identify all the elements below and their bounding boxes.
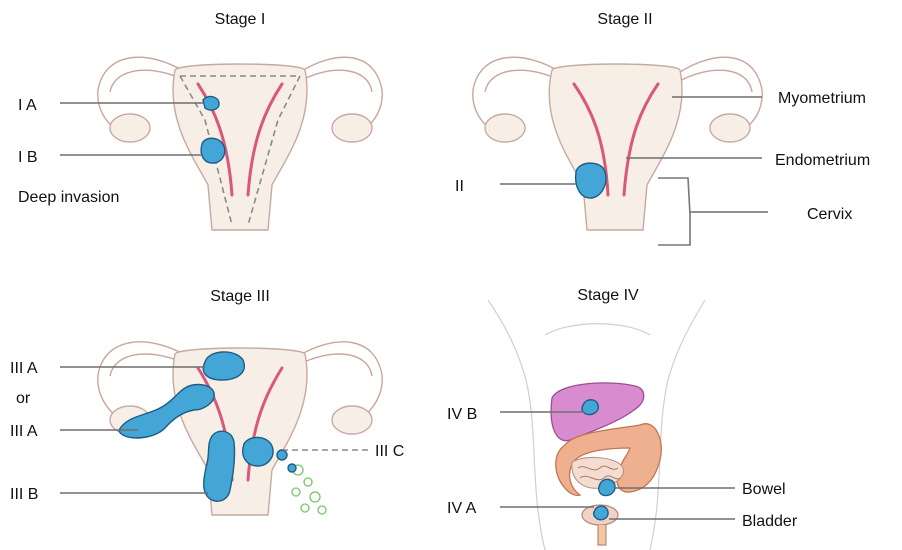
stage-3b-label: III B [10,486,38,503]
endometrium-label: Endometrium [775,152,870,169]
stage-3-or-label: or [16,390,31,407]
stage-4-torso [488,300,705,550]
bladder-label: Bladder [742,513,798,530]
lymph-nodes [292,465,326,514]
stage-1b-label: I B [18,149,38,166]
stage-2-panel: Stage II II Myometrium Endometrium Cervi… [455,11,870,245]
stage-1-title: Stage I [215,11,266,28]
stage-4a-bladder-tumor [594,506,608,520]
small-bowel [572,457,624,488]
cervix-bracket [658,178,690,245]
bowel-label: Bowel [742,481,786,498]
cervix-label: Cervix [807,206,852,223]
stage-3-panel: Stage III II [10,288,404,515]
stage-3a-top-label: III A [10,360,38,377]
stage-3-uterus [98,342,382,515]
stage-4-panel: Stage IV IV B IV A Bow [447,287,798,550]
stage-3a-serosa-tumor [203,352,244,380]
stage-3-title: Stage III [210,288,270,305]
stage-2-uterus [473,57,762,230]
stage-4-title: Stage IV [577,287,639,304]
stage-1a-label: I A [18,97,37,114]
stage-4a-label: IV A [447,500,477,517]
stage-2-tumor [576,163,606,198]
stage-3c-tumor [243,437,273,466]
stage-1a-tumor [203,96,219,110]
stage-1-panel: Stage I I A I B Deep invasio [18,11,382,230]
stage-1b-tumor [201,138,225,163]
myometrium-label: Myometrium [778,90,866,107]
stage-2-label: II [455,178,464,195]
stage-4b-label: IV B [447,406,477,423]
stage-1-uterus [98,57,382,230]
stage-4a-bowel-tumor [599,479,615,495]
stage-3a-bottom-label: III A [10,423,38,440]
stage-2-title: Stage II [597,11,652,28]
deep-invasion-label: Deep invasion [18,189,119,206]
stage-3c-label: III C [375,443,404,460]
